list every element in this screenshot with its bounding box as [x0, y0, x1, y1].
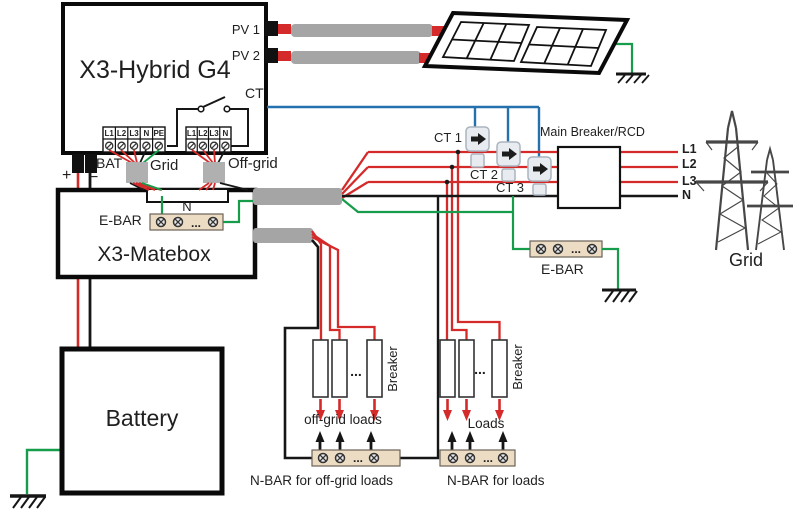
breakers-offgrid: [312, 339, 383, 398]
battery-title: Battery: [105, 405, 179, 431]
ground-symbol-panel: [616, 72, 650, 84]
ct-clamp-3: [527, 156, 552, 196]
ground-symbol-grid: [602, 288, 638, 303]
ct-clamp-2: [496, 141, 521, 182]
matebox-ebar-dots: ...: [191, 216, 201, 230]
grid-terminal-l2: L2: [117, 129, 127, 138]
battery-box: [10, 346, 225, 509]
grid-terminal-block: L1 L2 L3 N PE: [102, 126, 166, 153]
bat-label: BAT: [96, 155, 123, 171]
ebar-grid-dots: ...: [571, 242, 581, 256]
offgrid-terminal-block: L1 L2 L3 N: [185, 126, 232, 153]
loads-label: Loads: [467, 416, 505, 431]
load-feed-arrows: [316, 399, 504, 421]
solar-panel-module-2: [519, 26, 608, 67]
ebar-grid: ...: [529, 240, 638, 303]
ct-clamp-1: [465, 126, 490, 168]
pv2-label: PV 2: [231, 48, 260, 63]
ct1-label: CT 1: [434, 130, 462, 145]
matebox-box: ...: [55, 187, 258, 280]
grid-port-label: Grid: [150, 157, 179, 174]
grid-title: Grid: [728, 250, 763, 270]
ct-switch: [167, 96, 249, 147]
grid-terminal-l3: L3: [129, 129, 139, 138]
offgrid-trunk-cable: [253, 228, 313, 243]
offgrid-load-wires: [283, 230, 376, 460]
nbar-offgrid: ...: [311, 449, 401, 467]
breaker-offgrid-label: Breaker: [385, 346, 400, 392]
ct-switch-label: CT: [245, 85, 264, 101]
offgrid-loads-label: off-grid loads: [304, 412, 382, 427]
bat-plus-label: +: [62, 167, 72, 184]
offgrid-terminal-screws: [187, 141, 230, 151]
grid-terminal-n: N: [144, 129, 150, 138]
nbar-loads: ...: [439, 449, 516, 467]
grid-port-connector: [108, 149, 163, 191]
grid-trunk-cable: [253, 188, 342, 205]
offgrid-terminal-l1: L1: [187, 129, 197, 138]
neutral-return-arrows: [315, 431, 508, 450]
solar-panel-module-1: [441, 21, 531, 62]
main-breaker-label: Main Breaker/RCD: [540, 125, 645, 139]
pv2-cable: [291, 51, 421, 64]
arrow-right-icon: [533, 163, 548, 175]
grid-terminal-screws: [104, 141, 164, 151]
grid-ac-lines: [313, 149, 678, 460]
nbar-loads-label: N-BAR for loads: [447, 473, 545, 488]
nbar-offgrid-dots: ...: [353, 451, 363, 465]
pv1-label: PV 1: [231, 22, 260, 37]
offgrid-port-label: Off-grid: [228, 155, 278, 172]
ebar-grid-label: E-BAR: [541, 261, 584, 277]
arrow-right-icon: [502, 148, 517, 160]
arrow-right-icon: [471, 133, 486, 145]
grid-terminal-pe: PE: [153, 129, 164, 138]
bat-terminal-positive: [72, 154, 84, 173]
offgrid-terminal-l2: L2: [198, 129, 208, 138]
ct2-label: CT 2: [470, 167, 498, 182]
line-n-label: N: [682, 188, 692, 202]
grid-towers: [695, 110, 793, 251]
nbar-loads-dots: ...: [483, 451, 493, 465]
offgrid-terminal-l3: L3: [209, 129, 219, 138]
matebox-ebar-screws: [155, 216, 219, 228]
inverter-title: X3-Hybrid G4: [79, 56, 231, 84]
matebox-ebar-label: E-BAR: [99, 212, 142, 228]
pv-section: [265, 10, 650, 84]
grid-terminal-l1: L1: [105, 129, 115, 138]
line-l3-label: L3: [682, 174, 697, 188]
offgrid-terminal-n: N: [223, 129, 229, 138]
line-l1-label: L1: [682, 142, 697, 156]
main-breaker-box: [556, 145, 622, 210]
matebox-n-label: N: [182, 199, 192, 214]
pv1-cable: [291, 24, 433, 37]
breakers-loads: [439, 339, 508, 398]
breakers-loads-dots: ...: [474, 361, 486, 377]
matebox-n-bus: [146, 188, 229, 203]
line-l2-label: L2: [682, 157, 697, 171]
breakers-offgrid-dots: ...: [350, 363, 362, 379]
ground-symbol-battery: [10, 494, 46, 509]
matebox-title: X3-Matebox: [97, 243, 211, 266]
nbar-offgrid-label: N-BAR for off-grid loads: [250, 473, 394, 488]
solar-panel: [421, 10, 631, 76]
ct3-label: CT 3: [496, 180, 524, 195]
offgrid-port-connector: [191, 149, 249, 191]
breaker-loads-label: Breaker: [510, 344, 525, 390]
bat-terminal-negative: [85, 154, 97, 173]
bat-minus-label: −: [89, 169, 99, 186]
